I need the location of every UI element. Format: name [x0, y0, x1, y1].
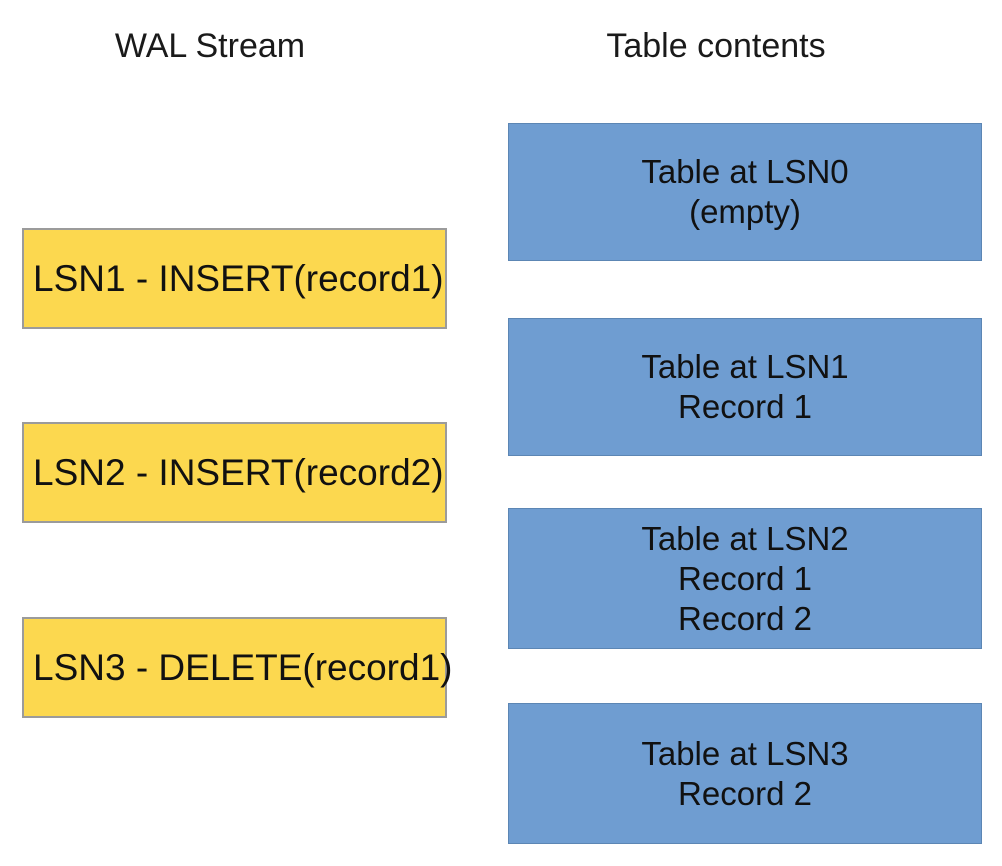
table-state-title: Table at LSN0: [641, 153, 849, 190]
table-state-title: Table at LSN2: [641, 519, 849, 557]
table-state-title: Table at LSN1: [641, 348, 849, 385]
table-state-row: (empty): [689, 193, 801, 230]
wal-entry-lsn3: LSN3 - DELETE(record1): [22, 617, 452, 718]
table-state-lsn2: Table at LSN2 Record 1 Record 2: [508, 508, 982, 649]
wal-stream-column-header: WAL Stream: [114, 27, 306, 65]
table-state-row: Record 1: [678, 388, 812, 425]
table-state-lsn0: Table at LSN0 (empty): [508, 123, 982, 261]
wal-entry-lsn2: LSN2 - INSERT(record2): [22, 422, 447, 523]
table-state-row: Record 2: [678, 599, 812, 637]
table-state-lsn3: Table at LSN3 Record 2: [508, 703, 982, 844]
wal-entry-label: LSN1 - INSERT(record1): [33, 257, 444, 299]
table-contents-column-header: Table contents: [606, 27, 826, 65]
table-state-row: Record 2: [678, 774, 812, 812]
table-state-title: Table at LSN3: [641, 734, 849, 772]
wal-entry-lsn1: LSN1 - INSERT(record1): [22, 228, 447, 329]
wal-entry-label: LSN2 - INSERT(record2): [33, 451, 444, 493]
table-state-lsn1: Table at LSN1 Record 1: [508, 318, 982, 456]
wal-entry-label: LSN3 - DELETE(record1): [33, 646, 453, 688]
table-state-row: Record 1: [678, 559, 812, 597]
